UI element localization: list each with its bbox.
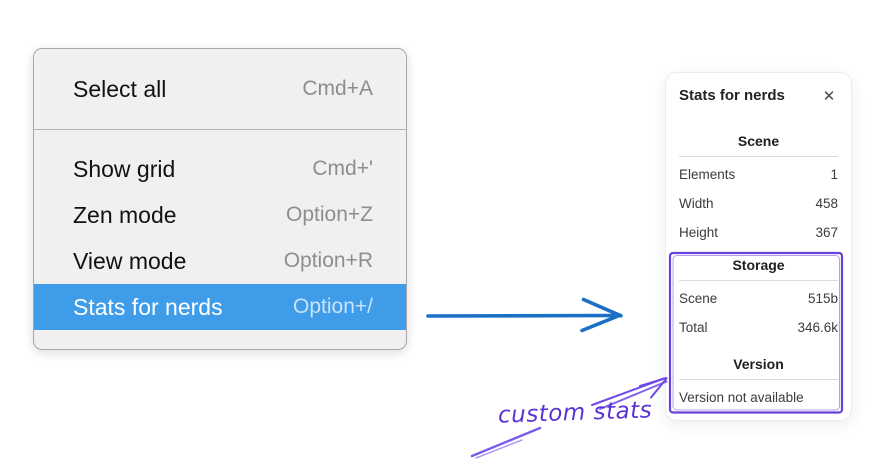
section-heading: Version xyxy=(733,356,784,372)
stat-row-elements: Elements 1 xyxy=(679,160,838,189)
menu-item-label: Zen mode xyxy=(73,201,177,228)
stat-row-total-storage: Total 346.6k xyxy=(679,313,838,342)
blue-arrow-icon xyxy=(426,297,623,333)
stat-value: 515b xyxy=(807,291,838,306)
stats-section-scene: Scene Elements 1 Width 458 Height 367 xyxy=(679,131,838,247)
menu-item-shortcut: Option+R xyxy=(283,249,373,272)
stat-row-scene-storage: Scene 515b xyxy=(679,284,838,313)
menu-item-label: Select all xyxy=(73,75,167,102)
stat-label: Width xyxy=(679,196,714,211)
menu-item-shortcut: Cmd+A xyxy=(302,77,373,100)
menu-divider xyxy=(34,129,406,130)
stats-section-version: Version Version not available xyxy=(679,354,838,413)
section-rule xyxy=(679,379,838,380)
menu-item-show-grid[interactable]: Show grid Cmd+' xyxy=(34,146,406,192)
section-rule xyxy=(679,280,838,281)
stats-panel-header: Stats for nerds ✕ xyxy=(679,87,838,115)
stat-label: Scene xyxy=(679,291,718,306)
menu-section-top: Select all Cmd+A xyxy=(34,49,406,129)
close-button[interactable]: ✕ xyxy=(820,87,838,105)
menu-item-label: View mode xyxy=(73,247,187,274)
stat-value: 346.6k xyxy=(797,320,838,335)
version-note: Version not available xyxy=(679,390,804,405)
section-rule xyxy=(679,156,838,157)
custom-stats-label: custom stats xyxy=(497,397,653,429)
menu-item-shortcut: Option+Z xyxy=(286,203,373,226)
menu-item-view-mode[interactable]: View mode Option+R xyxy=(34,238,406,284)
section-heading: Scene xyxy=(737,133,780,149)
stat-value: 367 xyxy=(815,225,838,240)
menu-item-zen-mode[interactable]: Zen mode Option+Z xyxy=(34,192,406,238)
menu-item-shortcut: Cmd+' xyxy=(312,157,373,180)
stats-section-storage: Storage Scene 515b Total 346.6k xyxy=(679,255,838,342)
purple-arrow-small-icon xyxy=(470,426,542,459)
menu-item-label: Stats for nerds xyxy=(73,293,223,320)
context-menu: Select all Cmd+A Show grid Cmd+' Zen mod… xyxy=(33,48,407,350)
stat-value: 1 xyxy=(830,167,838,182)
menu-item-stats-for-nerds[interactable]: Stats for nerds Option+/ xyxy=(34,284,406,330)
menu-section-bottom: Show grid Cmd+' Zen mode Option+Z View m… xyxy=(34,130,406,349)
stat-label: Elements xyxy=(679,167,736,182)
stats-panel: Stats for nerds ✕ Scene Elements 1 Width… xyxy=(665,72,852,421)
section-heading: Storage xyxy=(732,257,785,273)
stat-value: 458 xyxy=(815,196,838,211)
stat-label: Height xyxy=(679,225,719,240)
menu-item-label: Show grid xyxy=(73,155,176,182)
menu-item-shortcut: Option+/ xyxy=(293,295,373,318)
close-icon: ✕ xyxy=(822,87,836,105)
menu-item-select-all[interactable]: Select all Cmd+A xyxy=(34,66,406,112)
stat-row-height: Height 367 xyxy=(679,218,838,247)
stat-row-width: Width 458 xyxy=(679,189,838,218)
stats-panel-title: Stats for nerds xyxy=(679,87,785,104)
stat-label: Total xyxy=(679,320,708,335)
